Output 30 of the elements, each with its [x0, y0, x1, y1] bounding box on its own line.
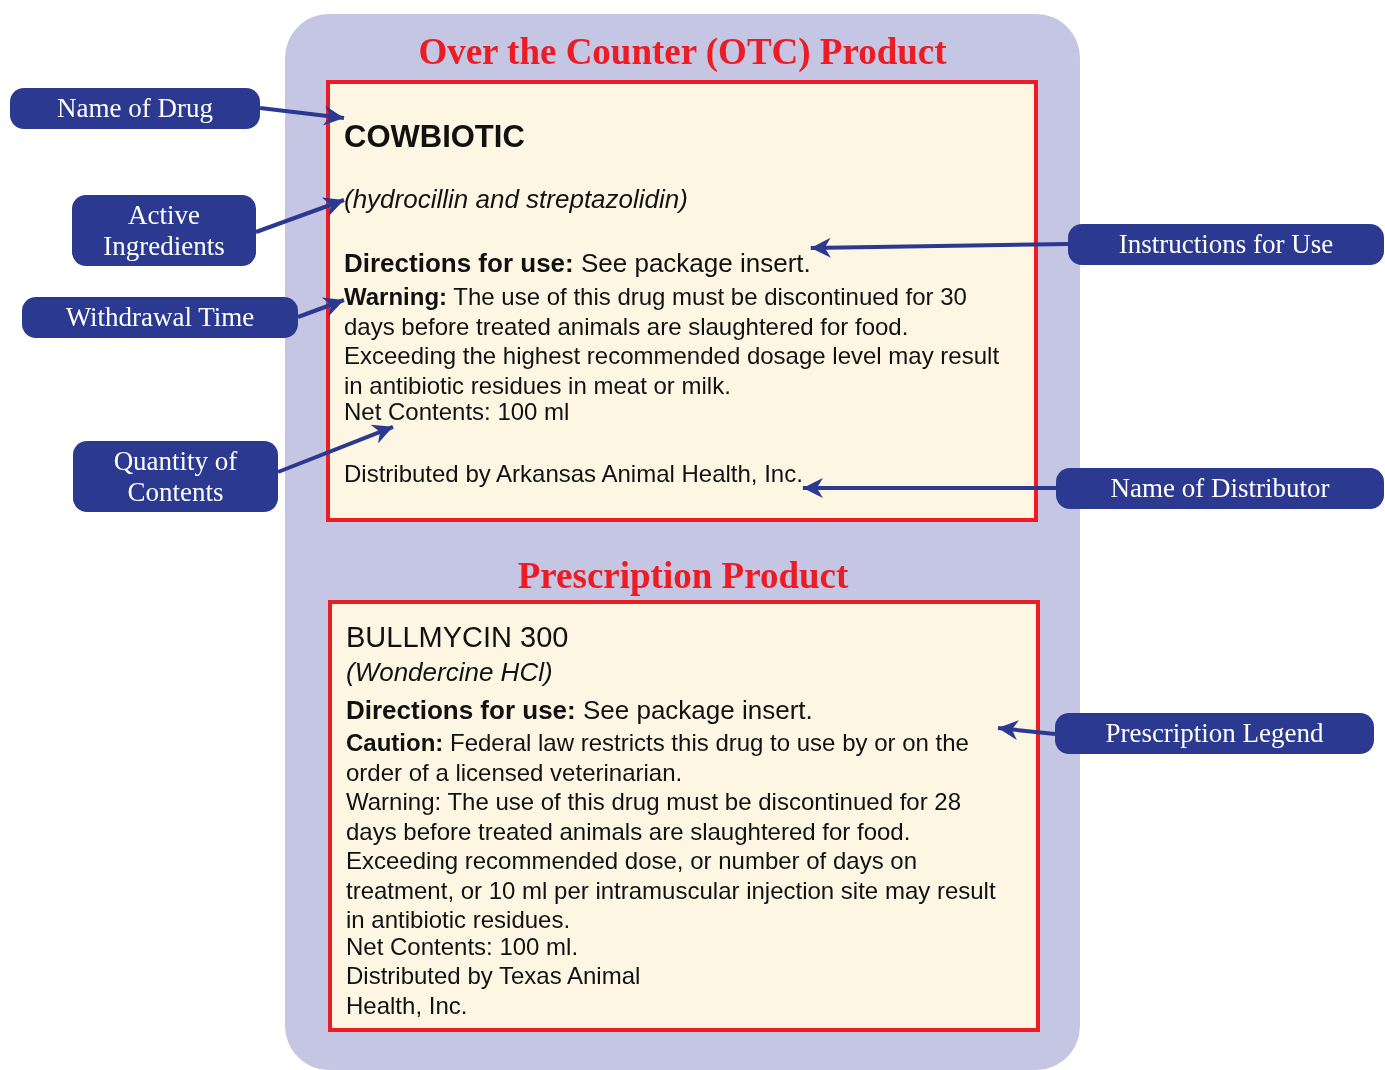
- label-text: Warning: The use of this drug must be discontinued for 28 days before treated animals are slaughtered for food. Exceeding recommended dose, or number of days on treatment, or 10 ml per intramuscular injection site may result in antibiotic residues.: [346, 787, 1018, 935]
- section-heading: Prescription Product: [516, 554, 850, 597]
- label-text: (Wondercine HCl): [346, 657, 553, 689]
- label-text: Directions for use: See package insert.: [344, 248, 811, 280]
- callout-label: Name of Drug: [10, 88, 260, 129]
- label-text: BULLMYCIN 300: [346, 620, 569, 655]
- callout-label: Active Ingredients: [72, 195, 256, 266]
- label-text: Distributed by Arkansas Animal Health, Inc.: [344, 460, 803, 489]
- callout-label: Withdrawal Time: [22, 297, 298, 338]
- callout-label: Prescription Legend: [1055, 713, 1374, 754]
- label-text: Distributed by Texas Animal Health, Inc.: [346, 961, 646, 1020]
- section-heading: Over the Counter (OTC) Product: [417, 30, 948, 73]
- arrow: [255, 197, 345, 234]
- label-panel: [285, 14, 1080, 1070]
- arrow: [997, 720, 1056, 741]
- label-text: (hydrocillin and streptazolidin): [344, 184, 688, 216]
- label-text: COWBIOTIC: [344, 118, 525, 156]
- label-text: Warning: The use of this drug must be discontinued for 30 days before treated animals are slaughtered for food. Exceeding the highest recommended dosage level may result in antibiotic residues in meat or milk.: [344, 282, 1012, 400]
- callout-label: Quantity of Contents: [73, 441, 278, 512]
- label-text: Directions for use: See package insert.: [346, 695, 813, 727]
- arrow: [277, 424, 394, 474]
- label-text: Net Contents: 100 ml: [344, 398, 570, 427]
- arrow: [802, 478, 1056, 498]
- callout-label: Name of Distributor: [1056, 468, 1384, 509]
- callout-label: Instructions for Use: [1068, 224, 1384, 265]
- arrow: [810, 237, 1069, 258]
- label-text: Net Contents: 100 ml.: [346, 933, 579, 962]
- arrow: [259, 105, 345, 126]
- label-text: Caution: Federal law restricts this drug to use by or on the order of a licensed veterinarian.: [346, 728, 1006, 787]
- arrow: [297, 297, 345, 319]
